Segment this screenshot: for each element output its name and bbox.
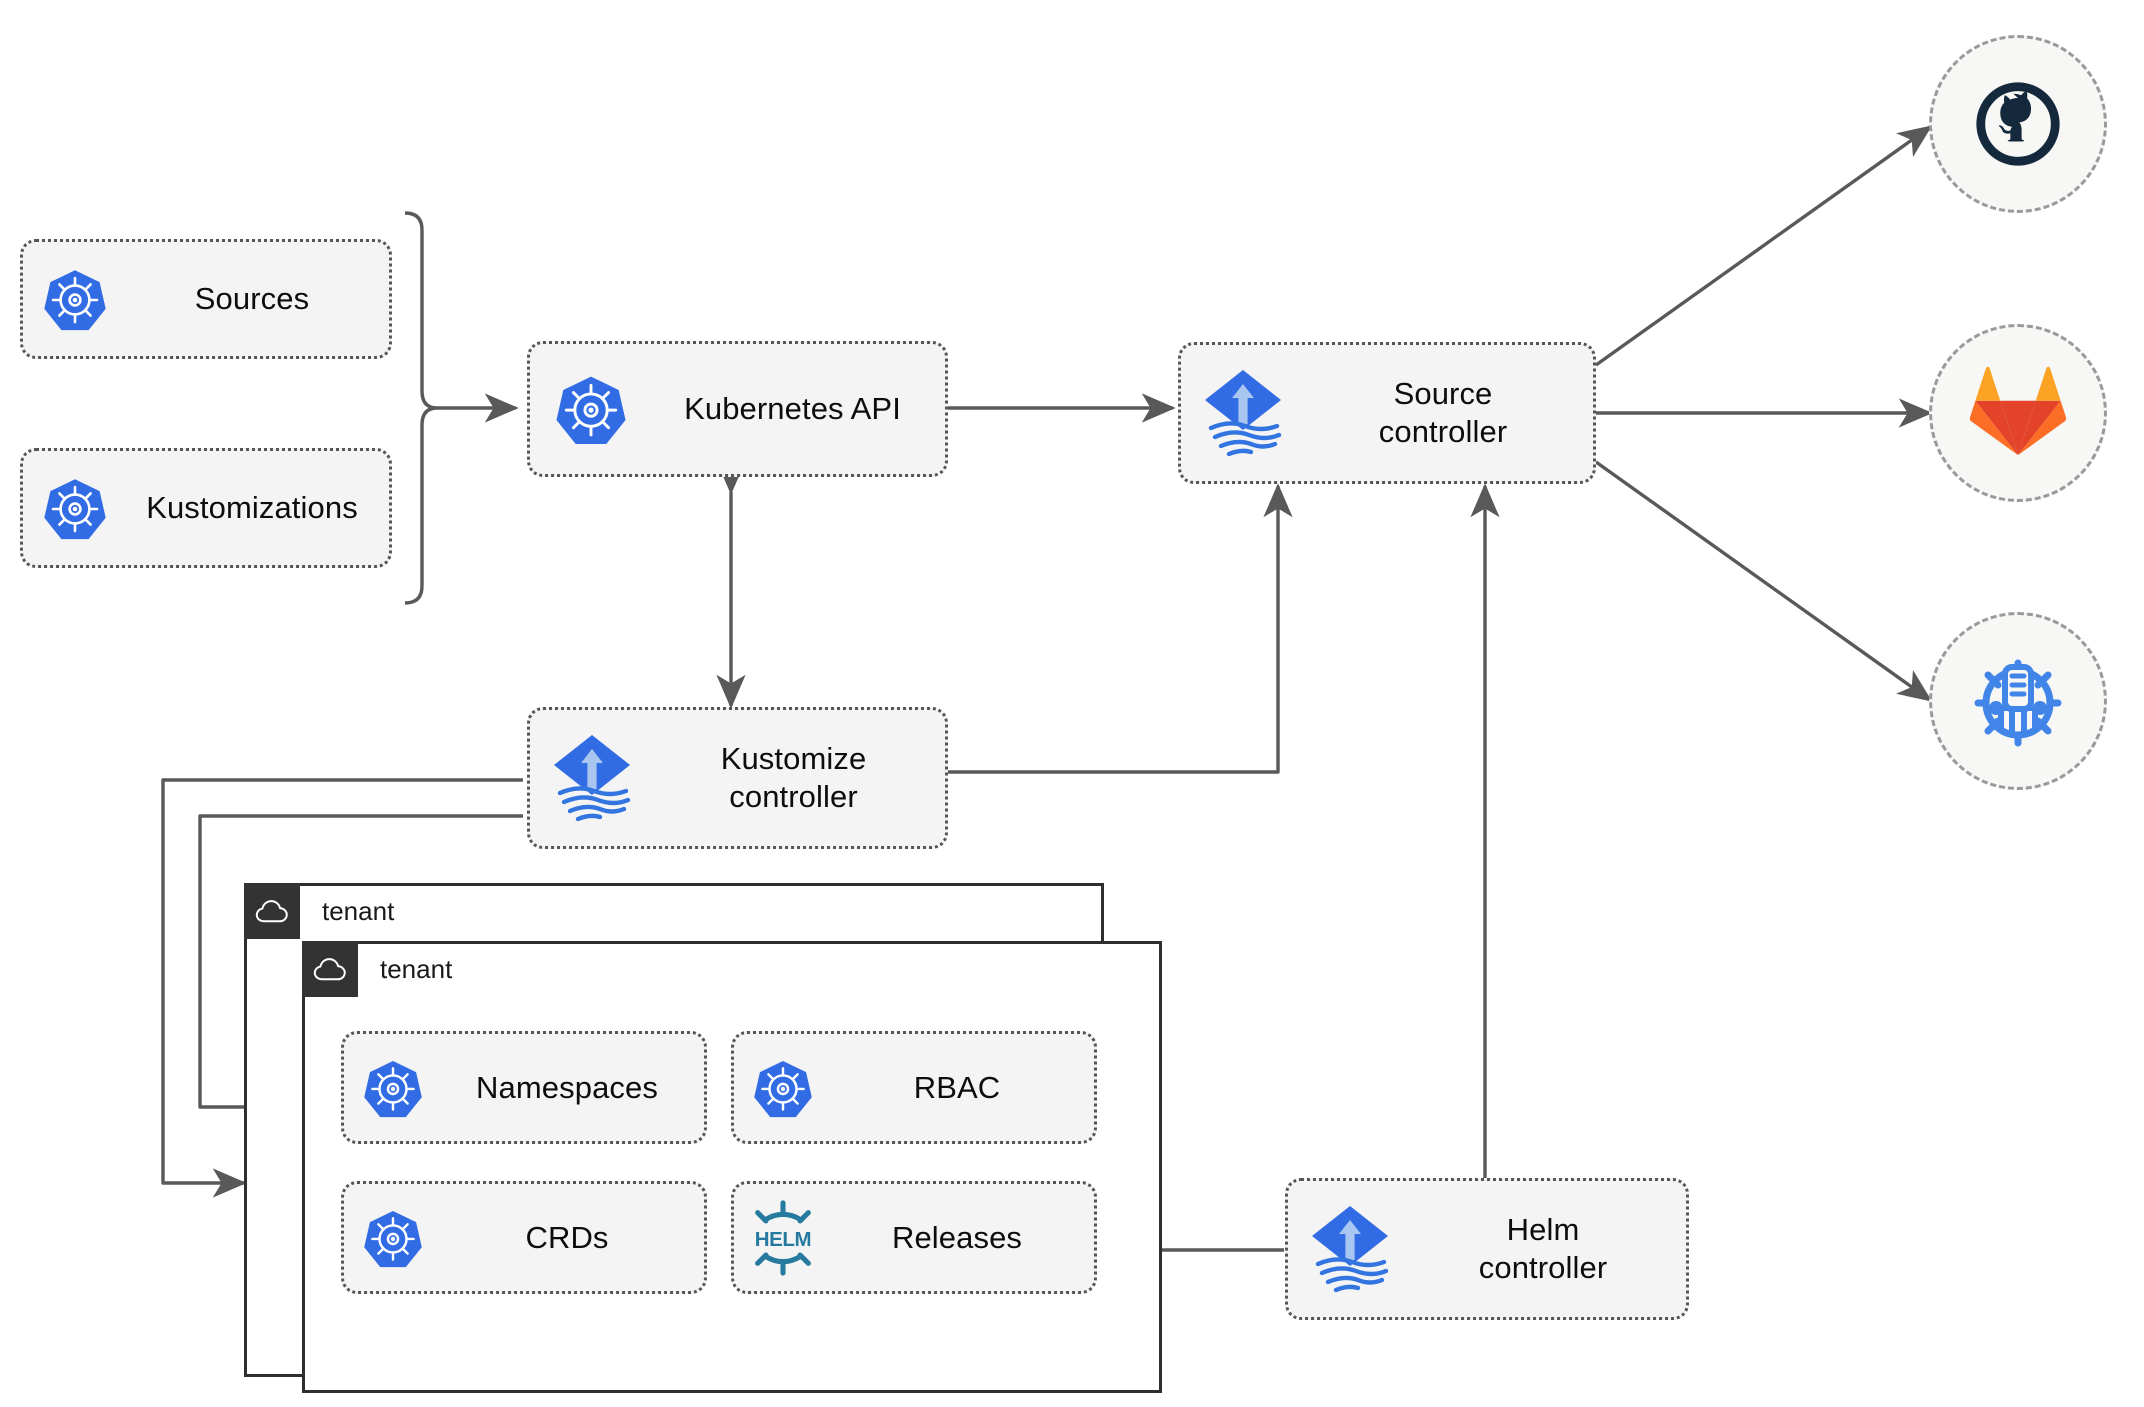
svg-text:HELM: HELM (755, 1227, 811, 1250)
node-namespaces-label: Namespaces (476, 1069, 658, 1105)
edge-source-controller-to-github (1595, 125, 1933, 367)
kubernetes-icon (344, 1058, 442, 1118)
node-helm-controller-label: Helm controller (1478, 1212, 1608, 1285)
kubernetes-icon (530, 373, 652, 445)
tenant-inner-label: tenant (380, 953, 453, 984)
node-kubernetes-api-label: Kubernetes API (684, 391, 901, 427)
flux-icon (530, 731, 654, 825)
edge-source-controller-to-helm-repository (1595, 460, 1933, 702)
helm-repository-icon (1968, 651, 2068, 751)
node-source-controller-label: Source controller (1378, 376, 1508, 449)
flux-icon (1288, 1202, 1412, 1296)
kubernetes-icon (344, 1208, 442, 1268)
tenant-panel-inner[interactable]: tenant (302, 941, 1162, 1393)
node-kustomizations[interactable]: Kustomizations (20, 448, 392, 568)
node-kustomizations-label: Kustomizations (146, 490, 358, 526)
tenant-outer-label: tenant (322, 895, 395, 926)
kubernetes-icon (23, 267, 127, 331)
node-rbac[interactable]: RBAC (731, 1031, 1097, 1144)
node-sources[interactable]: Sources (20, 239, 392, 359)
edge-bracket-group (404, 211, 439, 605)
tenant-outer-titlebar: tenant (244, 883, 394, 939)
kubernetes-icon (23, 476, 127, 540)
helm-icon: HELM (734, 1199, 832, 1277)
node-kustomize-controller[interactable]: Kustomize controller (527, 707, 948, 849)
repo-helm-repository[interactable] (1929, 612, 2107, 790)
cloud-icon (244, 883, 300, 939)
node-kubernetes-api[interactable]: Kubernetes API (527, 341, 948, 477)
node-source-controller[interactable]: Source controller (1178, 342, 1596, 484)
node-rbac-label: RBAC (913, 1069, 1001, 1105)
node-releases-label: Releases (891, 1219, 1023, 1255)
node-helm-controller[interactable]: Helm controller (1285, 1178, 1689, 1320)
kubernetes-icon (734, 1058, 832, 1118)
edge-kustomize-controller-to-source-controller (948, 483, 1293, 774)
node-namespaces[interactable]: Namespaces (341, 1031, 707, 1144)
gitlab-icon (1969, 366, 2067, 459)
node-kustomize-controller-label: Kustomize controller (720, 741, 867, 814)
node-crds-label: CRDs (525, 1219, 609, 1255)
repo-github[interactable] (1929, 35, 2107, 213)
tenant-inner-titlebar: tenant (302, 941, 452, 997)
node-crds[interactable]: CRDs (341, 1181, 707, 1294)
node-sources-label: Sources (194, 281, 310, 317)
cloud-icon (302, 941, 358, 997)
node-releases[interactable]: HELM Releases (731, 1181, 1097, 1294)
repo-gitlab[interactable] (1929, 324, 2107, 502)
flux-icon (1181, 366, 1305, 460)
github-icon (1970, 76, 2066, 172)
